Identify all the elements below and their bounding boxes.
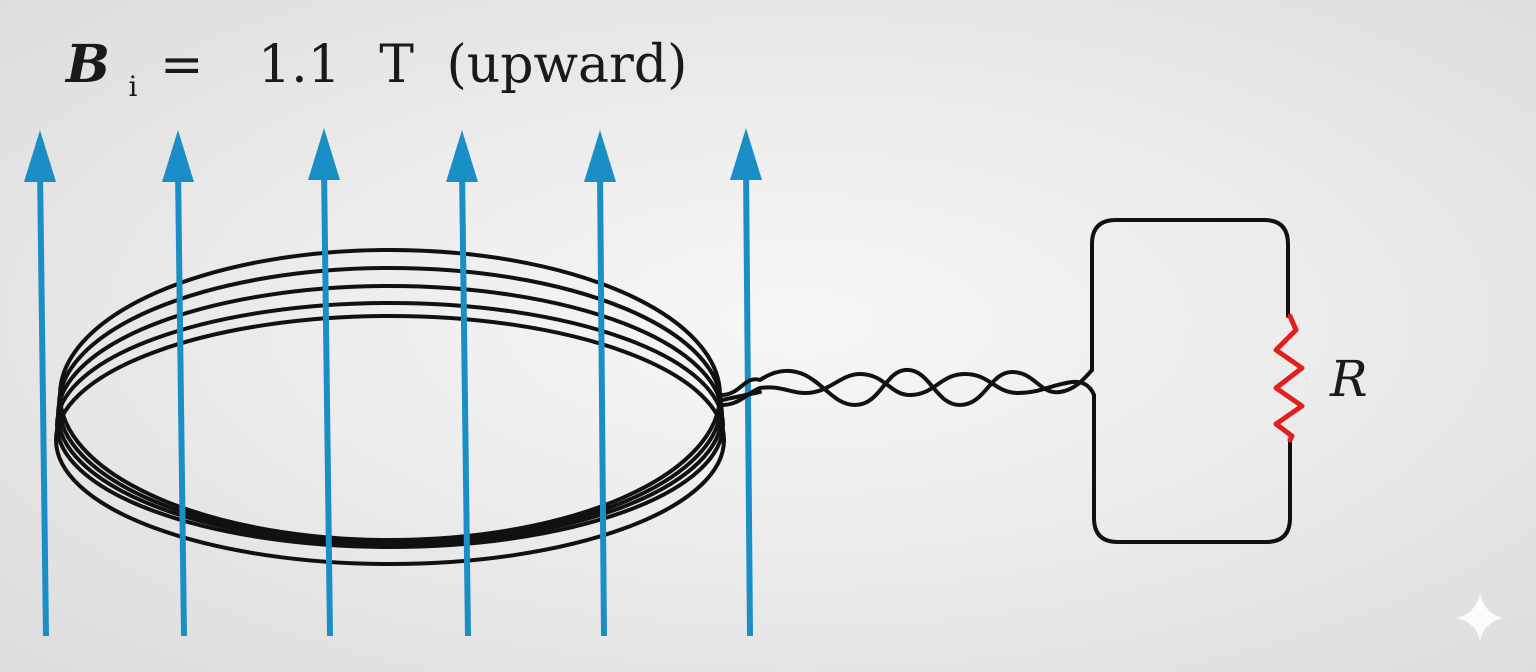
field-line xyxy=(597,169,607,637)
field-line xyxy=(459,169,471,637)
resistor-label: R xyxy=(1329,350,1368,408)
coil-loop xyxy=(56,284,724,546)
field-symbol: B xyxy=(64,34,110,95)
coil-loop xyxy=(54,314,726,566)
field-arrowhead xyxy=(446,130,478,182)
field-arrowhead xyxy=(308,128,340,180)
field-equals: = xyxy=(160,35,204,95)
field-lines xyxy=(24,128,762,637)
field-arrowhead xyxy=(162,130,194,182)
field-arrowhead xyxy=(730,128,762,180)
field-line xyxy=(743,167,753,637)
sparkle-icon xyxy=(1457,592,1503,642)
coil-loop xyxy=(57,266,723,544)
field-direction: (upward) xyxy=(446,35,687,95)
circuit-loop xyxy=(1090,218,1292,544)
coil-loop xyxy=(55,301,725,549)
field-subscript: i xyxy=(128,70,137,103)
field-arrowhead xyxy=(24,130,56,182)
coil xyxy=(54,248,726,566)
field-unit: T xyxy=(379,35,414,95)
resistor: R xyxy=(1273,313,1368,443)
twisted-leads xyxy=(720,367,1096,407)
field-value: 1.1 xyxy=(258,35,341,95)
field-line xyxy=(321,167,333,637)
field-line xyxy=(37,169,49,637)
field-arrowhead xyxy=(584,130,616,182)
field-label: B i = 1.1 T (upward) xyxy=(64,34,687,109)
coil-loop xyxy=(58,248,722,542)
resistor-zigzag xyxy=(1273,313,1305,443)
field-line xyxy=(175,169,187,637)
